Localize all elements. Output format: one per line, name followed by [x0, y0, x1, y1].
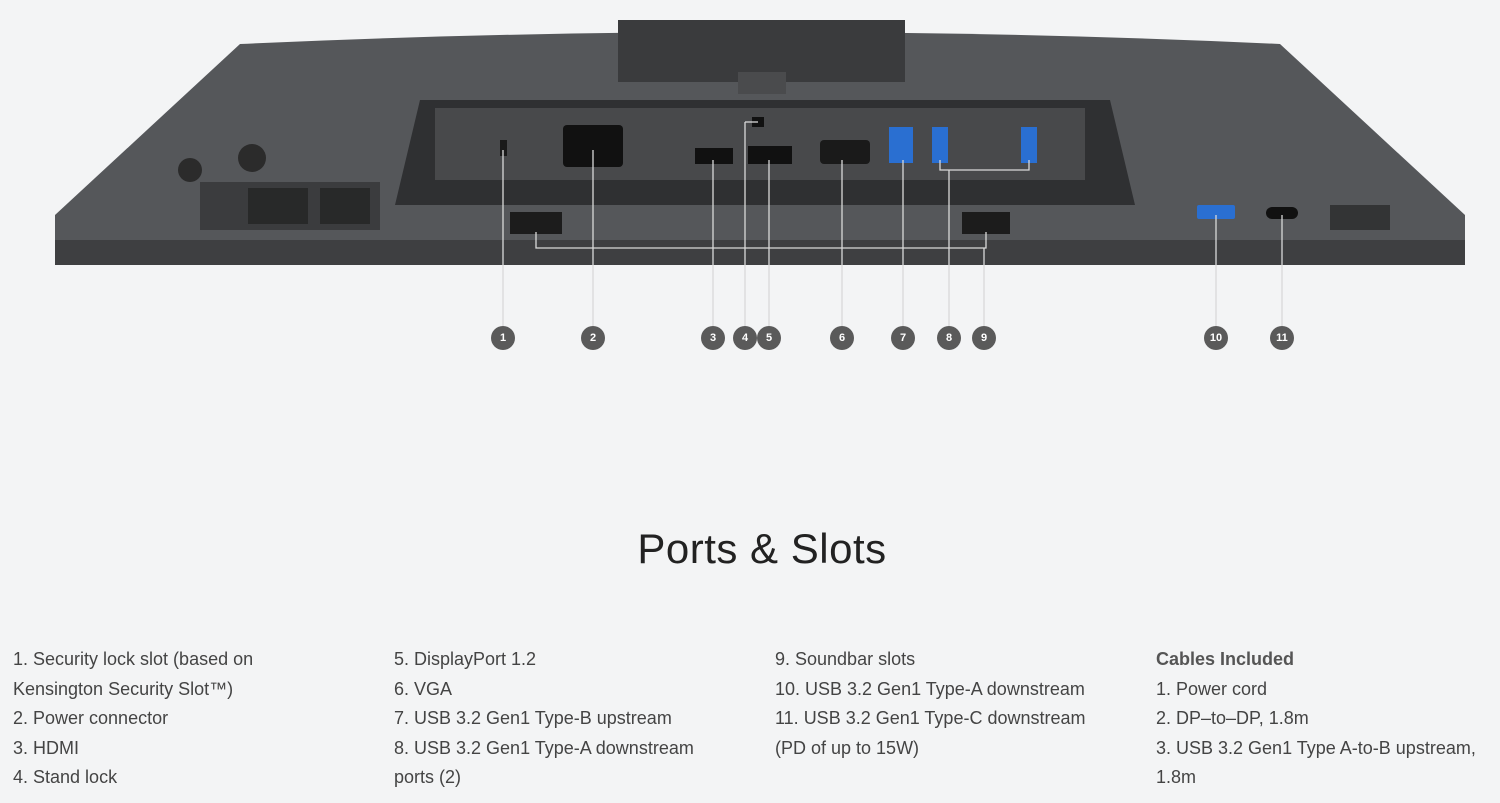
vga-port — [820, 140, 870, 164]
section-title: Ports & Slots — [637, 525, 887, 572]
port-item: 8. USB 3.2 Gen1 Type-A downstream — [394, 737, 694, 758]
callout-3: 3 — [701, 326, 725, 350]
callout-5: 5 — [757, 326, 781, 350]
callout-10: 10 — [1204, 326, 1228, 350]
port-item: 10. USB 3.2 Gen1 Type-A downstream — [775, 678, 1085, 699]
port-item: 1. Security lock slot (based on — [13, 649, 254, 669]
cable-item: 1.8m — [1156, 767, 1197, 788]
cable-item: 3. USB 3.2 Gen1 Type A-to-B upstream, — [1156, 737, 1476, 758]
port-item: 9. Soundbar slots — [775, 649, 916, 669]
port-item: ports (2) — [394, 767, 462, 788]
usb-c-side-port — [1266, 207, 1298, 219]
callout-9: 9 — [972, 326, 996, 350]
cable-item: 1. Power cord — [1156, 678, 1268, 699]
port-item: 2. Power connector — [13, 708, 169, 729]
security-slot — [500, 140, 507, 156]
soundbar-slot — [510, 212, 562, 234]
port-item: 7. USB 3.2 Gen1 Type-B upstream — [394, 708, 672, 729]
port-item: Kensington Security Slot™) — [13, 678, 234, 699]
ports-list-3: 9. Soundbar slots 10. USB 3.2 Gen1 Type-… — [775, 645, 1086, 763]
callout-6: 6 — [830, 326, 854, 350]
monitor-rear-illustration — [55, 20, 1465, 326]
soundbar-slot — [962, 212, 1010, 234]
callout-11: 11 — [1270, 326, 1294, 350]
callout-lines — [502, 121, 1283, 326]
port-item: 5. DisplayPort 1.2 — [394, 649, 537, 669]
cables-list: Cables Included 1. Power cord 2. DP–to–D… — [1156, 645, 1476, 793]
ports-list-2: 5. DisplayPort 1.2 6. VGA 7. USB 3.2 Gen… — [394, 645, 694, 793]
hdmi-port — [695, 148, 733, 164]
callout-1: 1 — [491, 326, 515, 350]
displayport-port — [748, 146, 792, 164]
usb-a-port — [932, 127, 948, 163]
port-item: (PD of up to 15W) — [775, 737, 920, 758]
usb-b-port — [889, 127, 913, 163]
usb-a-port — [1021, 127, 1037, 163]
power-connector — [563, 125, 623, 167]
port-item: 3. HDMI — [13, 737, 80, 758]
cable-item: 2. DP–to–DP, 1.8m — [1156, 708, 1309, 729]
callout-4: 4 — [733, 326, 757, 350]
usb-a-side-port — [1197, 205, 1235, 219]
callout-8: 8 — [937, 326, 961, 350]
port-item: 6. VGA — [394, 678, 453, 699]
port-item: 4. Stand lock — [13, 767, 118, 788]
cables-heading: Cables Included — [1156, 649, 1295, 669]
stand-mount — [618, 20, 905, 82]
callout-2: 2 — [581, 326, 605, 350]
ports-list-1: 1. Security lock slot (based on Kensingt… — [13, 645, 253, 793]
callout-7: 7 — [891, 326, 915, 350]
port-item: 11. USB 3.2 Gen1 Type-C downstream — [775, 708, 1086, 729]
